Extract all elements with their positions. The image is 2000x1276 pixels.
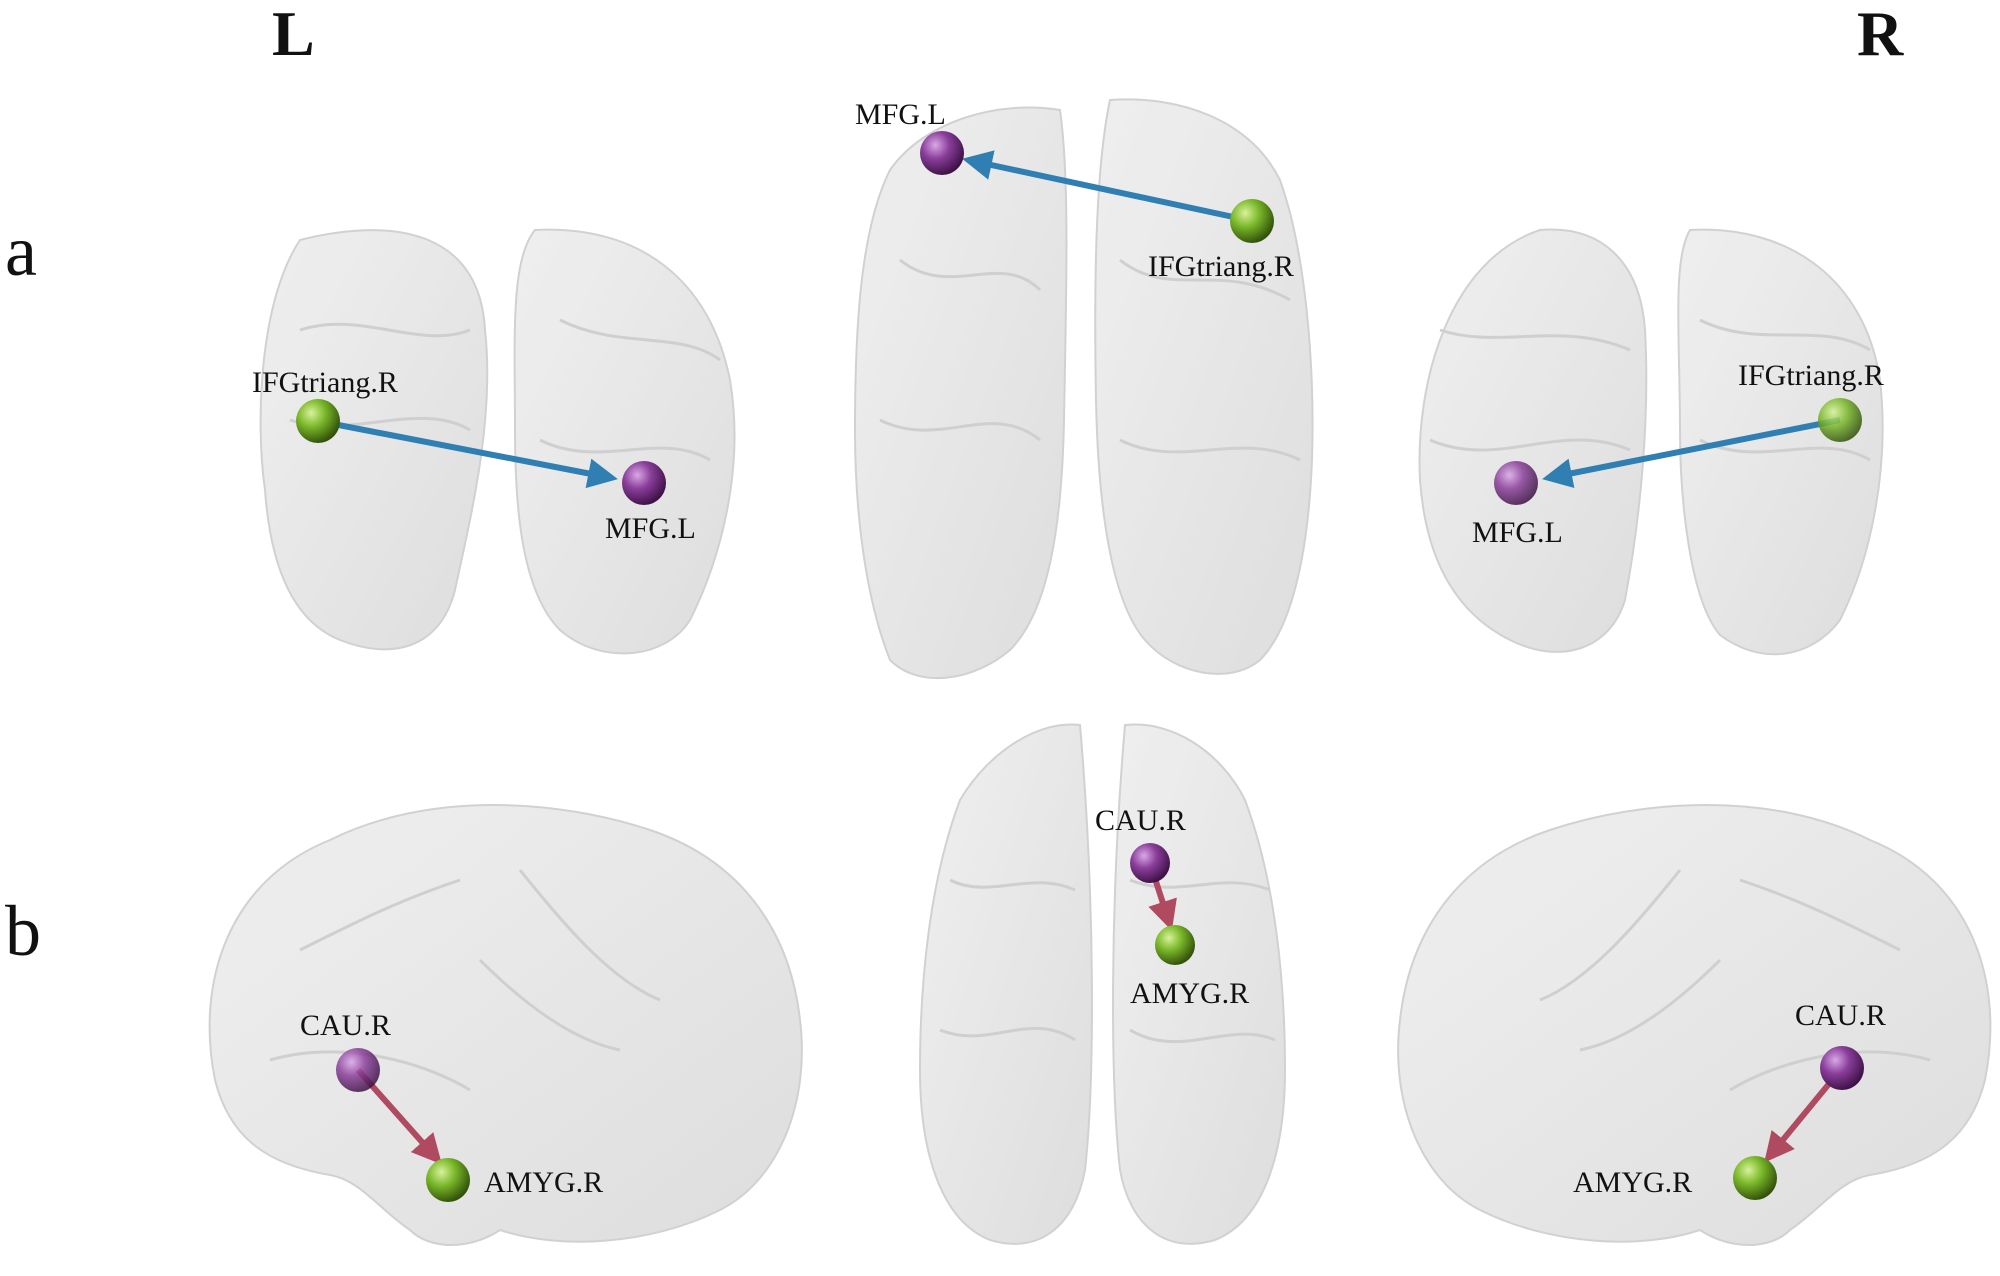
label-ifgtriang-r-front: IFGtriang.R — [252, 366, 398, 399]
edge-ifg-to-mfg-axial — [962, 150, 1253, 224]
node-ifgtriang-r-axial — [1230, 199, 1274, 243]
node-ifgtriang-r-back — [1818, 398, 1862, 442]
label-mfg-l-back: MFG.L — [1472, 516, 1563, 549]
edge-ifg-to-mfg-back — [1542, 417, 1841, 489]
label-cau-r-right: CAU.R — [1795, 999, 1886, 1032]
node-mfg-l-axial — [920, 131, 964, 175]
node-cau-r-left — [336, 1048, 380, 1092]
node-mfg-l-back — [1494, 461, 1538, 505]
label-mfg-l-axial: MFG.L — [855, 98, 946, 131]
node-amyg-r-axial — [1155, 925, 1195, 965]
brain-coronal-back-a — [1418, 228, 1884, 656]
node-amyg-r-left — [426, 1158, 470, 1202]
node-mfg-l-front — [622, 461, 666, 505]
label-ifgtriang-r-axial: IFGtriang.R — [1148, 250, 1294, 283]
hemisphere-right-label: R — [1857, 0, 1904, 69]
label-amyg-r-right: AMYG.R — [1573, 1166, 1692, 1199]
label-cau-r-axial: CAU.R — [1095, 804, 1186, 837]
label-amyg-r-axial: AMYG.R — [1130, 977, 1249, 1010]
brain-sagittal-right-b — [1397, 804, 1992, 1246]
panel-a-label: a — [5, 211, 37, 291]
node-ifgtriang-r-front — [296, 399, 340, 443]
node-cau-r-axial — [1130, 843, 1170, 883]
edge-ifg-to-mfg-front — [317, 418, 618, 489]
label-ifgtriang-r-back: IFGtriang.R — [1738, 359, 1884, 392]
node-amyg-r-right — [1733, 1156, 1777, 1200]
brain-sagittal-left-b — [208, 804, 803, 1246]
label-amyg-r-left: AMYG.R — [484, 1166, 603, 1199]
hemisphere-left-label: L — [272, 0, 315, 69]
node-cau-r-right — [1820, 1046, 1864, 1090]
label-cau-r-left: CAU.R — [300, 1009, 391, 1042]
brain-coronal-front-a — [259, 228, 736, 655]
brain-axial-a — [853, 98, 1314, 680]
label-mfg-l-front: MFG.L — [605, 512, 696, 545]
panel-b-label: b — [5, 891, 41, 971]
